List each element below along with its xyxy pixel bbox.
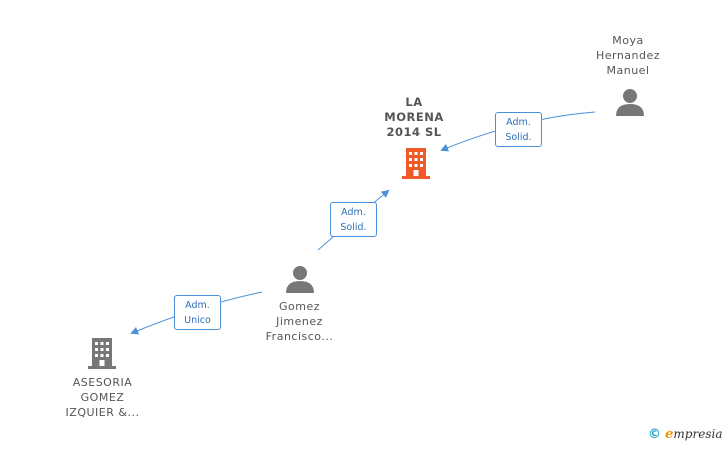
company-label-asesoria[interactable]: ASESORIA GOMEZ IZQUIER &... <box>65 376 140 419</box>
brand-name: mpresia <box>673 427 723 441</box>
person-icon[interactable] <box>285 265 315 293</box>
copyright-symbol: © <box>648 427 661 442</box>
role-label-gomez-asesoria: Adm. Unico <box>174 295 221 330</box>
person-label-gomez[interactable]: Gomez Jimenez Francisco... <box>265 300 334 343</box>
role-label-moya: Adm. Solid. <box>495 112 542 147</box>
brand-e: e <box>665 427 674 442</box>
building-icon[interactable] <box>86 336 118 370</box>
role-label-gomez-la-morena: Adm. Solid. <box>330 202 377 237</box>
person-label-moya[interactable]: Moya Hernandez Manuel <box>595 34 661 77</box>
company-label-la-morena[interactable]: LA MORENA 2014 SL <box>384 95 444 139</box>
empresia-logo: © empresia <box>648 427 722 442</box>
person-icon[interactable] <box>615 88 645 116</box>
building-icon[interactable] <box>400 146 432 180</box>
